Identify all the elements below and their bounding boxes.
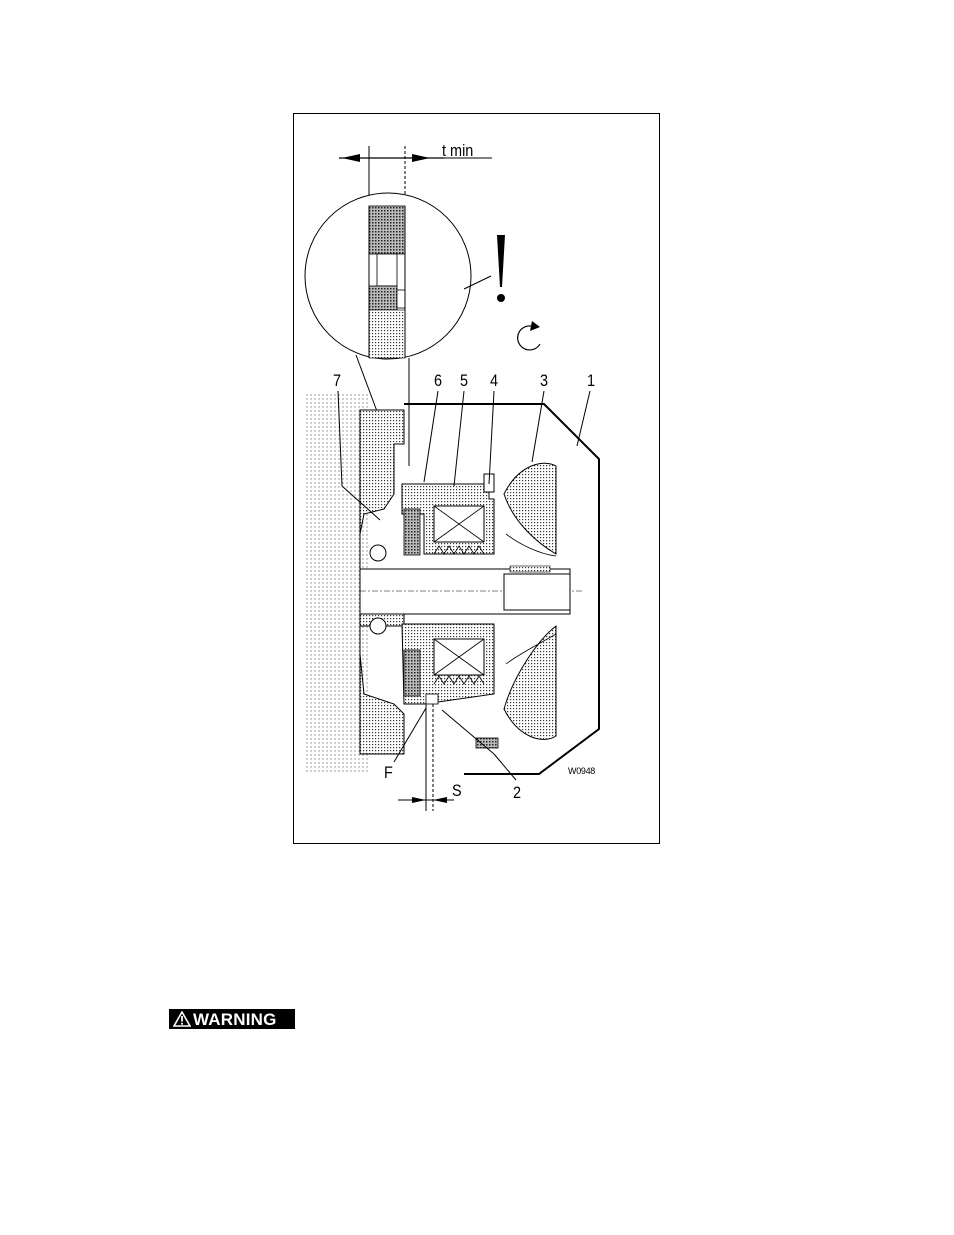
part-2-block [476,738,498,748]
callout-4: 4 [490,372,498,389]
warning-label: WARNING [169,1009,295,1029]
warning-text: WARNING [193,1011,277,1028]
callout-1: 1 [587,372,595,389]
callout-2: 2 [513,784,521,801]
callout-7: 7 [333,372,341,389]
s-dimension [398,704,454,811]
brake-magnet-upper [402,474,494,555]
warning-triangle-icon [173,1011,191,1027]
shaft [360,566,584,614]
drawing-code: W0948 [568,767,595,776]
tmin-label: t min [442,142,473,159]
callout-6: 6 [434,372,442,389]
callout-f: F [384,764,393,781]
brake-cross-section-diagram [294,114,661,845]
figure-frame: t min 7 6 5 4 3 1 F S 2 W0948 [293,113,660,844]
brake-magnet-lower [402,624,494,704]
rotation-arrow [518,321,540,350]
callout-5: 5 [460,372,468,389]
detail-magnifier [305,193,505,359]
callout-3: 3 [540,372,548,389]
callout-s: S [452,782,462,799]
